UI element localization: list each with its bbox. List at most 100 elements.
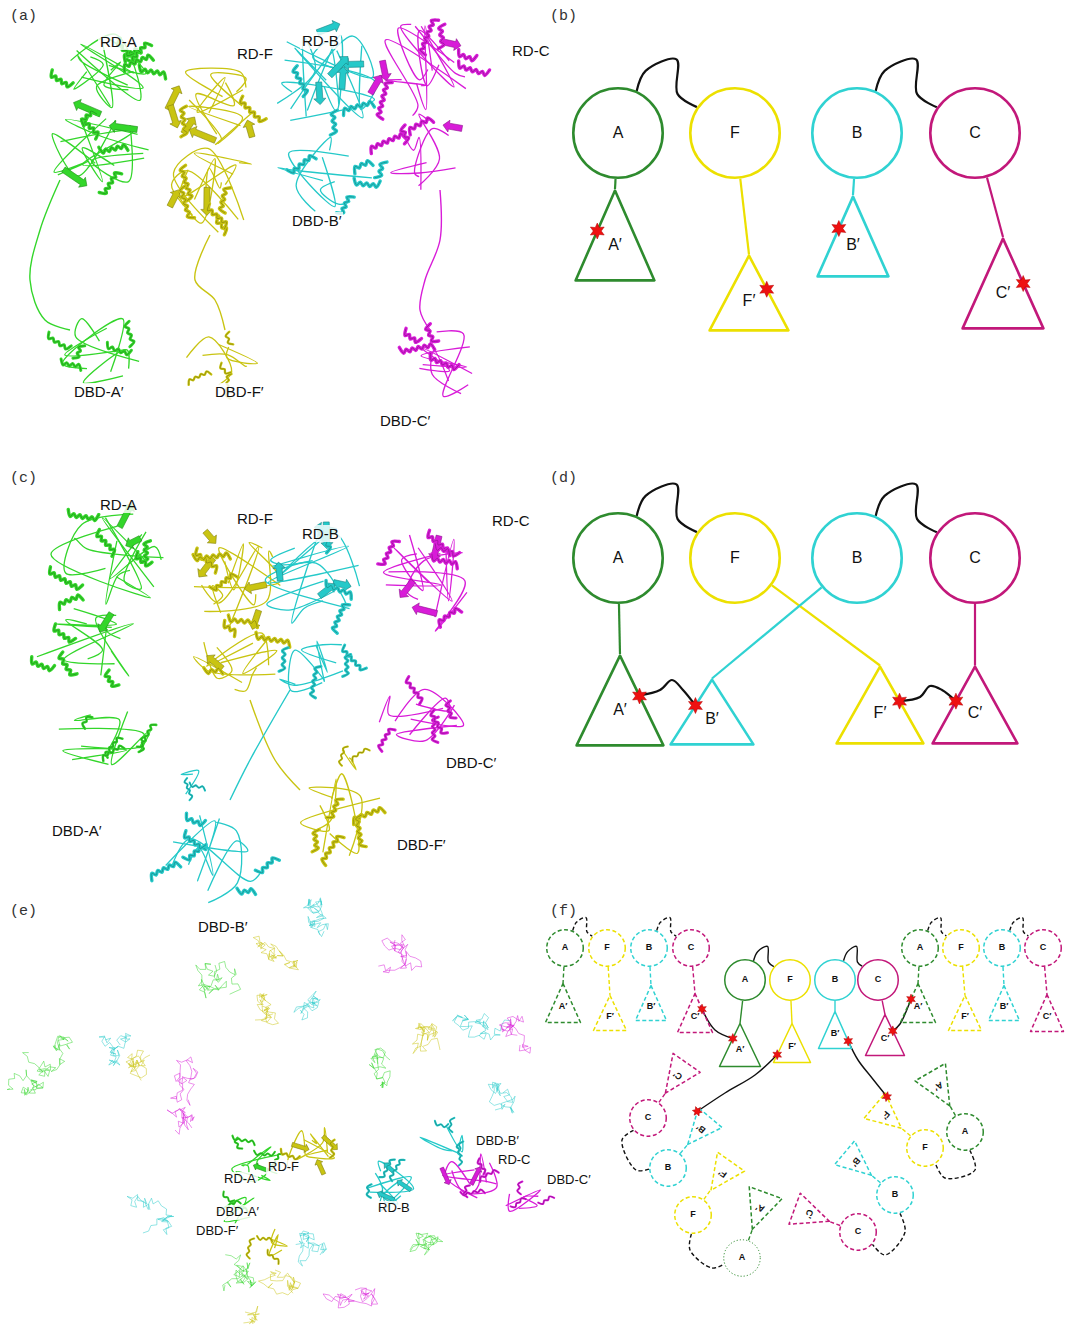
domain-circle-outline <box>673 930 710 967</box>
domain-circle-outline <box>675 1197 712 1234</box>
domain-triangle: F′ <box>862 1091 914 1143</box>
domain-label: RD-B <box>300 525 341 542</box>
protein-helix <box>287 156 316 174</box>
protein-coil <box>59 728 145 749</box>
protein-helix <box>517 1182 522 1195</box>
domain-label: DBD-F′ <box>194 1224 240 1239</box>
shape-outline <box>573 188 657 283</box>
protein-helix-edge <box>379 729 396 751</box>
protein-helix-edge <box>375 162 387 178</box>
domain-stem <box>1045 967 1047 995</box>
domain-triangle-outline <box>636 986 667 1021</box>
domain-circle: C <box>1024 929 1062 967</box>
protein-helix-edge <box>287 156 316 174</box>
protein-helix-edge <box>228 615 257 627</box>
protein-helix-edge <box>354 178 380 187</box>
domain-triangle-outline <box>835 1141 882 1187</box>
node-text-group: B′ <box>695 1122 708 1135</box>
domain-letter: C′ <box>881 1034 890 1044</box>
domain-triangle: A′ <box>913 1061 967 1116</box>
domain-letter: A <box>613 124 624 142</box>
domain-circle-outline <box>812 513 901 602</box>
protein-helix <box>330 1140 335 1158</box>
protein-helix-edge <box>255 858 279 873</box>
protein-coil <box>395 689 464 726</box>
linker-loop <box>1010 917 1029 935</box>
domain-letter: F′ <box>717 1166 729 1178</box>
protein-coil <box>292 1128 328 1162</box>
domain-triangle: C′ <box>650 1051 702 1104</box>
protein-helix <box>379 729 396 751</box>
protein-coil <box>316 641 328 682</box>
protein-helix-edge <box>240 96 266 121</box>
domain-letter: A′ <box>608 236 622 254</box>
linker-loop <box>876 59 937 108</box>
domain-circle-outline <box>907 1130 944 1167</box>
packing-trace <box>126 1050 150 1080</box>
interdomain-linker <box>195 235 225 330</box>
protein-helix-edge <box>268 1250 279 1264</box>
protein-strand <box>314 82 326 105</box>
protein-coil <box>203 354 247 366</box>
protein-helix <box>406 677 422 705</box>
domain-triangle: F′ <box>695 1150 746 1202</box>
domain-triangle-outline <box>576 190 655 280</box>
domain-stem <box>608 967 610 996</box>
protein-coil <box>368 1177 411 1203</box>
protein-helix <box>223 1192 234 1202</box>
protein-coil <box>271 548 313 565</box>
protein-coil <box>443 1170 497 1184</box>
domain-circle-outline <box>947 1114 984 1151</box>
domain-triangle-outline <box>594 996 627 1031</box>
domain-letter: B′ <box>647 1002 656 1012</box>
domain-letter: A <box>613 549 624 567</box>
node-text-group: B <box>852 124 863 142</box>
protein-helix <box>409 118 433 135</box>
protein-strand <box>443 120 463 132</box>
domain-circle-outline <box>943 930 980 967</box>
domain-triangle: A′ <box>718 1022 762 1068</box>
node-text-group: B <box>646 943 653 953</box>
protein-helix-edge <box>517 1182 522 1195</box>
protein-helix-edge <box>48 332 71 349</box>
protein-helix <box>377 82 392 119</box>
protein-helix <box>332 604 349 633</box>
domain-letter: A <box>562 943 569 953</box>
domain-triangle: B′ <box>833 1139 884 1189</box>
domain-circle: F <box>769 959 811 1001</box>
packing-trace <box>23 1036 73 1077</box>
protein-helix-edge <box>220 363 231 374</box>
domain-circle: B <box>983 929 1021 967</box>
protein-strand <box>440 1167 451 1185</box>
node-text-group: A′ <box>914 1002 923 1012</box>
protein-coil <box>410 698 451 735</box>
protein-helix-edge <box>401 125 409 144</box>
protein-helix-edge <box>151 862 180 881</box>
protein-helix-edge <box>226 332 233 345</box>
panel-a-structure <box>30 20 490 399</box>
node-text-group: C′ <box>691 1012 700 1022</box>
node-text-group: C <box>855 1227 862 1237</box>
packing-trace <box>488 1082 515 1113</box>
packing-trace <box>253 936 298 970</box>
protein-helix <box>186 813 205 825</box>
node-text-group: C <box>969 549 981 567</box>
protein-helix <box>420 20 438 55</box>
protein-helix <box>51 70 73 87</box>
protein-coil <box>37 624 133 664</box>
node-text-group: B <box>665 1163 672 1173</box>
domain-letter: A <box>742 975 749 985</box>
packing-trace <box>378 935 421 973</box>
protein-helix <box>446 701 456 718</box>
protein-helix <box>405 328 422 342</box>
protein-helix <box>54 624 76 642</box>
mutation-star <box>832 220 846 236</box>
packing-trace <box>369 1048 390 1088</box>
domain-circle-outline <box>815 960 856 1001</box>
protein-helix <box>390 1160 405 1181</box>
domain-letter: F′ <box>961 1012 969 1022</box>
domain-letter: A′ <box>613 701 627 719</box>
node-text-group: F′ <box>961 1012 969 1022</box>
protein-helix-edge <box>435 543 450 555</box>
